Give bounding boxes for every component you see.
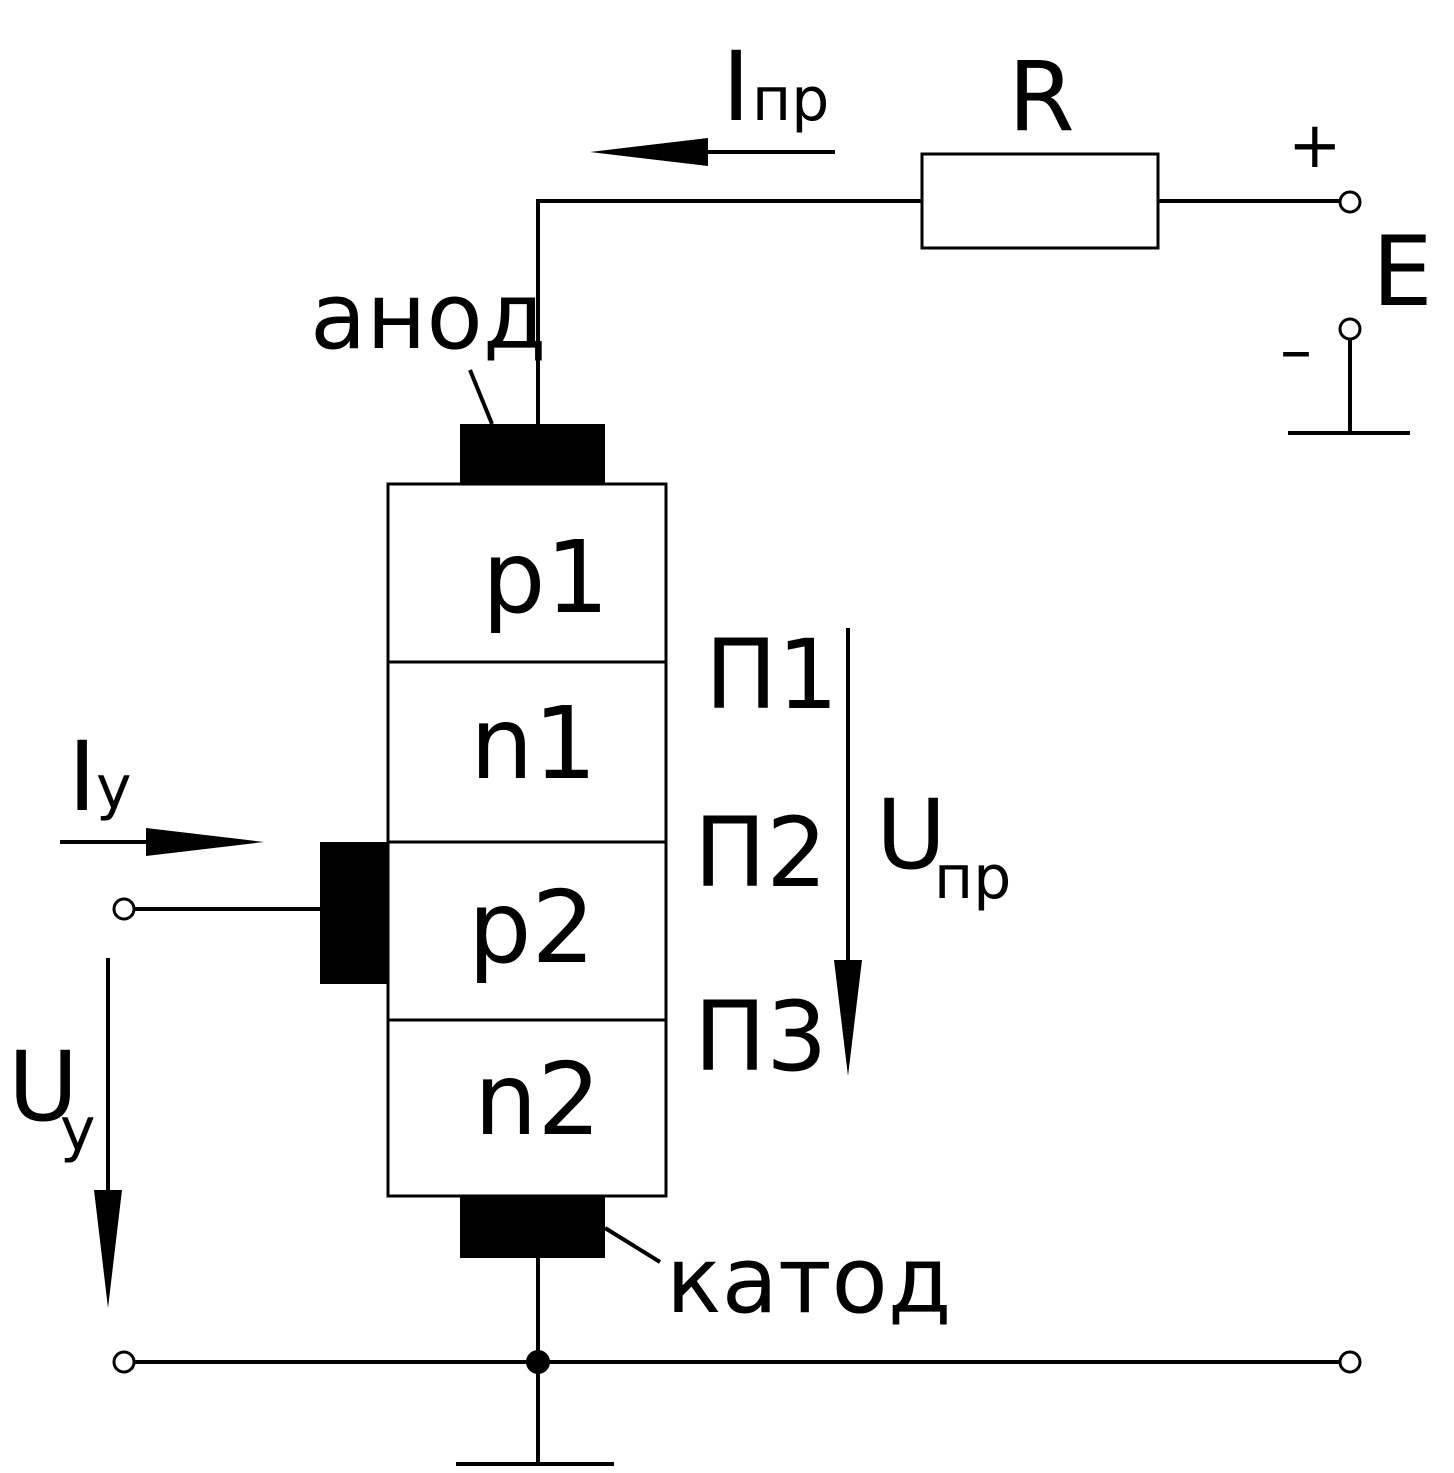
forward-voltage-label: U (876, 779, 946, 891)
layer-p2-label: p2 (468, 869, 595, 986)
cathode-contact (460, 1196, 605, 1258)
resistor (920, 152, 1160, 250)
bus-left-terminal (112, 1350, 136, 1374)
layer-p1 (386, 482, 668, 664)
layer-n1-label: n1 (470, 685, 597, 802)
layer-stack (386, 482, 668, 1198)
gate-terminal (112, 897, 136, 921)
layer-p2 (386, 840, 668, 1022)
control-current-label: I (68, 721, 96, 833)
bus-junction-dot (526, 1350, 550, 1374)
anode-wire (536, 199, 922, 424)
anode-label: анод (310, 263, 546, 370)
layer-n2 (386, 1018, 668, 1198)
anode-contact (460, 424, 605, 484)
layer-n2-label: n2 (474, 1041, 601, 1158)
minus-sign: – (1280, 314, 1312, 388)
forward-current-arrow (590, 138, 835, 166)
cathode-leader (603, 1226, 662, 1264)
junction-p1-label: П1 (705, 619, 838, 731)
control-voltage-subscript: у (60, 1095, 96, 1165)
resistor-label: R (1008, 41, 1075, 153)
minus-terminal (1338, 317, 1362, 341)
forward-voltage-arrow (834, 628, 862, 1076)
anode-leader (468, 369, 494, 425)
layer-p1-label: p1 (482, 519, 609, 636)
forward-current-label: I (722, 31, 750, 143)
plus-terminal (1338, 190, 1362, 214)
gate-contact (320, 842, 388, 984)
control-current-arrow (60, 828, 264, 856)
plus-sign: + (1288, 109, 1342, 183)
control-voltage-label: U (8, 1031, 78, 1143)
forward-current-subscript: пр (752, 65, 829, 135)
control-voltage-arrow (94, 958, 122, 1308)
bus-right-terminal (1338, 1350, 1362, 1374)
cathode-label: катод (666, 1227, 951, 1334)
source-label: E (1372, 216, 1433, 328)
junction-p3-label: П3 (694, 981, 827, 1093)
forward-voltage-subscript: пр (934, 843, 1011, 913)
control-current-subscript: у (96, 753, 132, 823)
junction-p2-label: П2 (694, 797, 827, 909)
